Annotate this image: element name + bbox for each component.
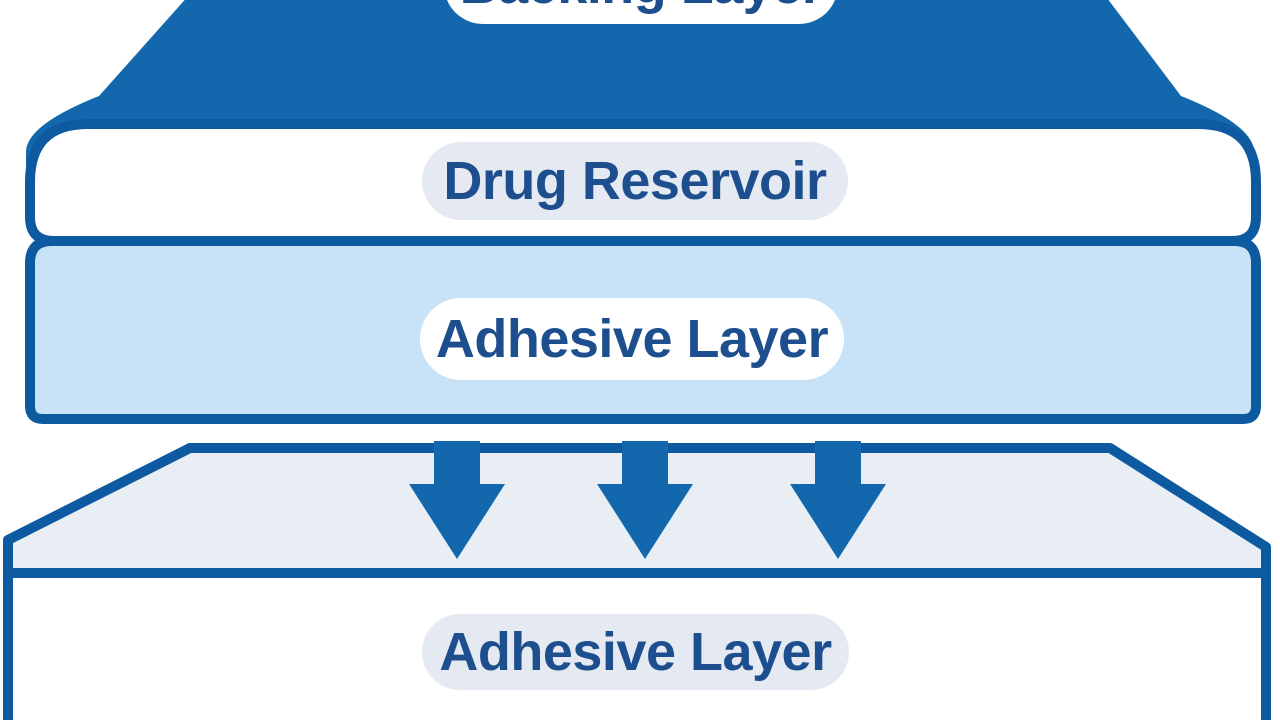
drug-reservoir-label: Drug Reservoir — [443, 151, 827, 211]
lower-adhesive-layer-pill: Adhesive Layer — [422, 614, 849, 690]
down-arrow-icon — [597, 441, 693, 559]
adhesive-layer-pill: Adhesive Layer — [420, 298, 844, 380]
lower-adhesive-layer-label: Adhesive Layer — [439, 622, 832, 682]
adhesive-layer-label: Adhesive Layer — [435, 309, 829, 369]
backing-layer-pill: Backing Layer — [444, 0, 838, 24]
drug-reservoir-pill: Drug Reservoir — [422, 142, 848, 220]
drug-release-arrows — [409, 441, 886, 559]
backing-layer-label: Backing Layer — [460, 0, 823, 16]
down-arrow-icon — [790, 441, 886, 559]
down-arrow-icon — [409, 441, 505, 559]
